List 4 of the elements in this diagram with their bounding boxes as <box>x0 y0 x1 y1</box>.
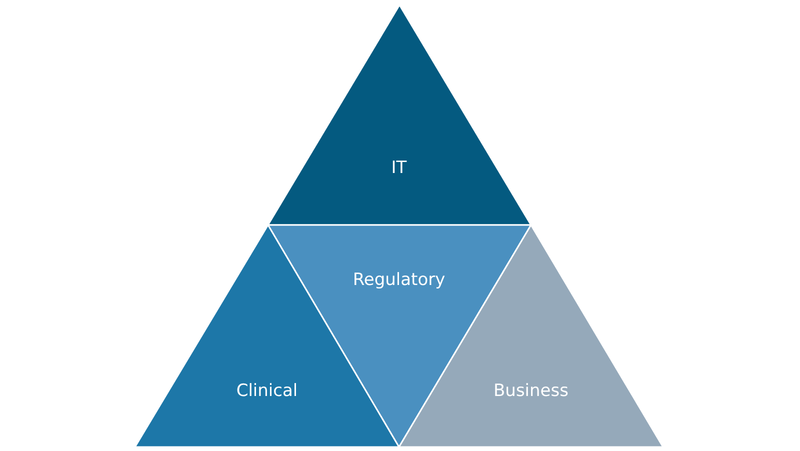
segment-label: IT <box>391 158 407 178</box>
segment-label: Regulatory <box>352 270 446 290</box>
segment-label: Clinical <box>236 381 298 401</box>
segment-label: Business <box>494 381 568 401</box>
